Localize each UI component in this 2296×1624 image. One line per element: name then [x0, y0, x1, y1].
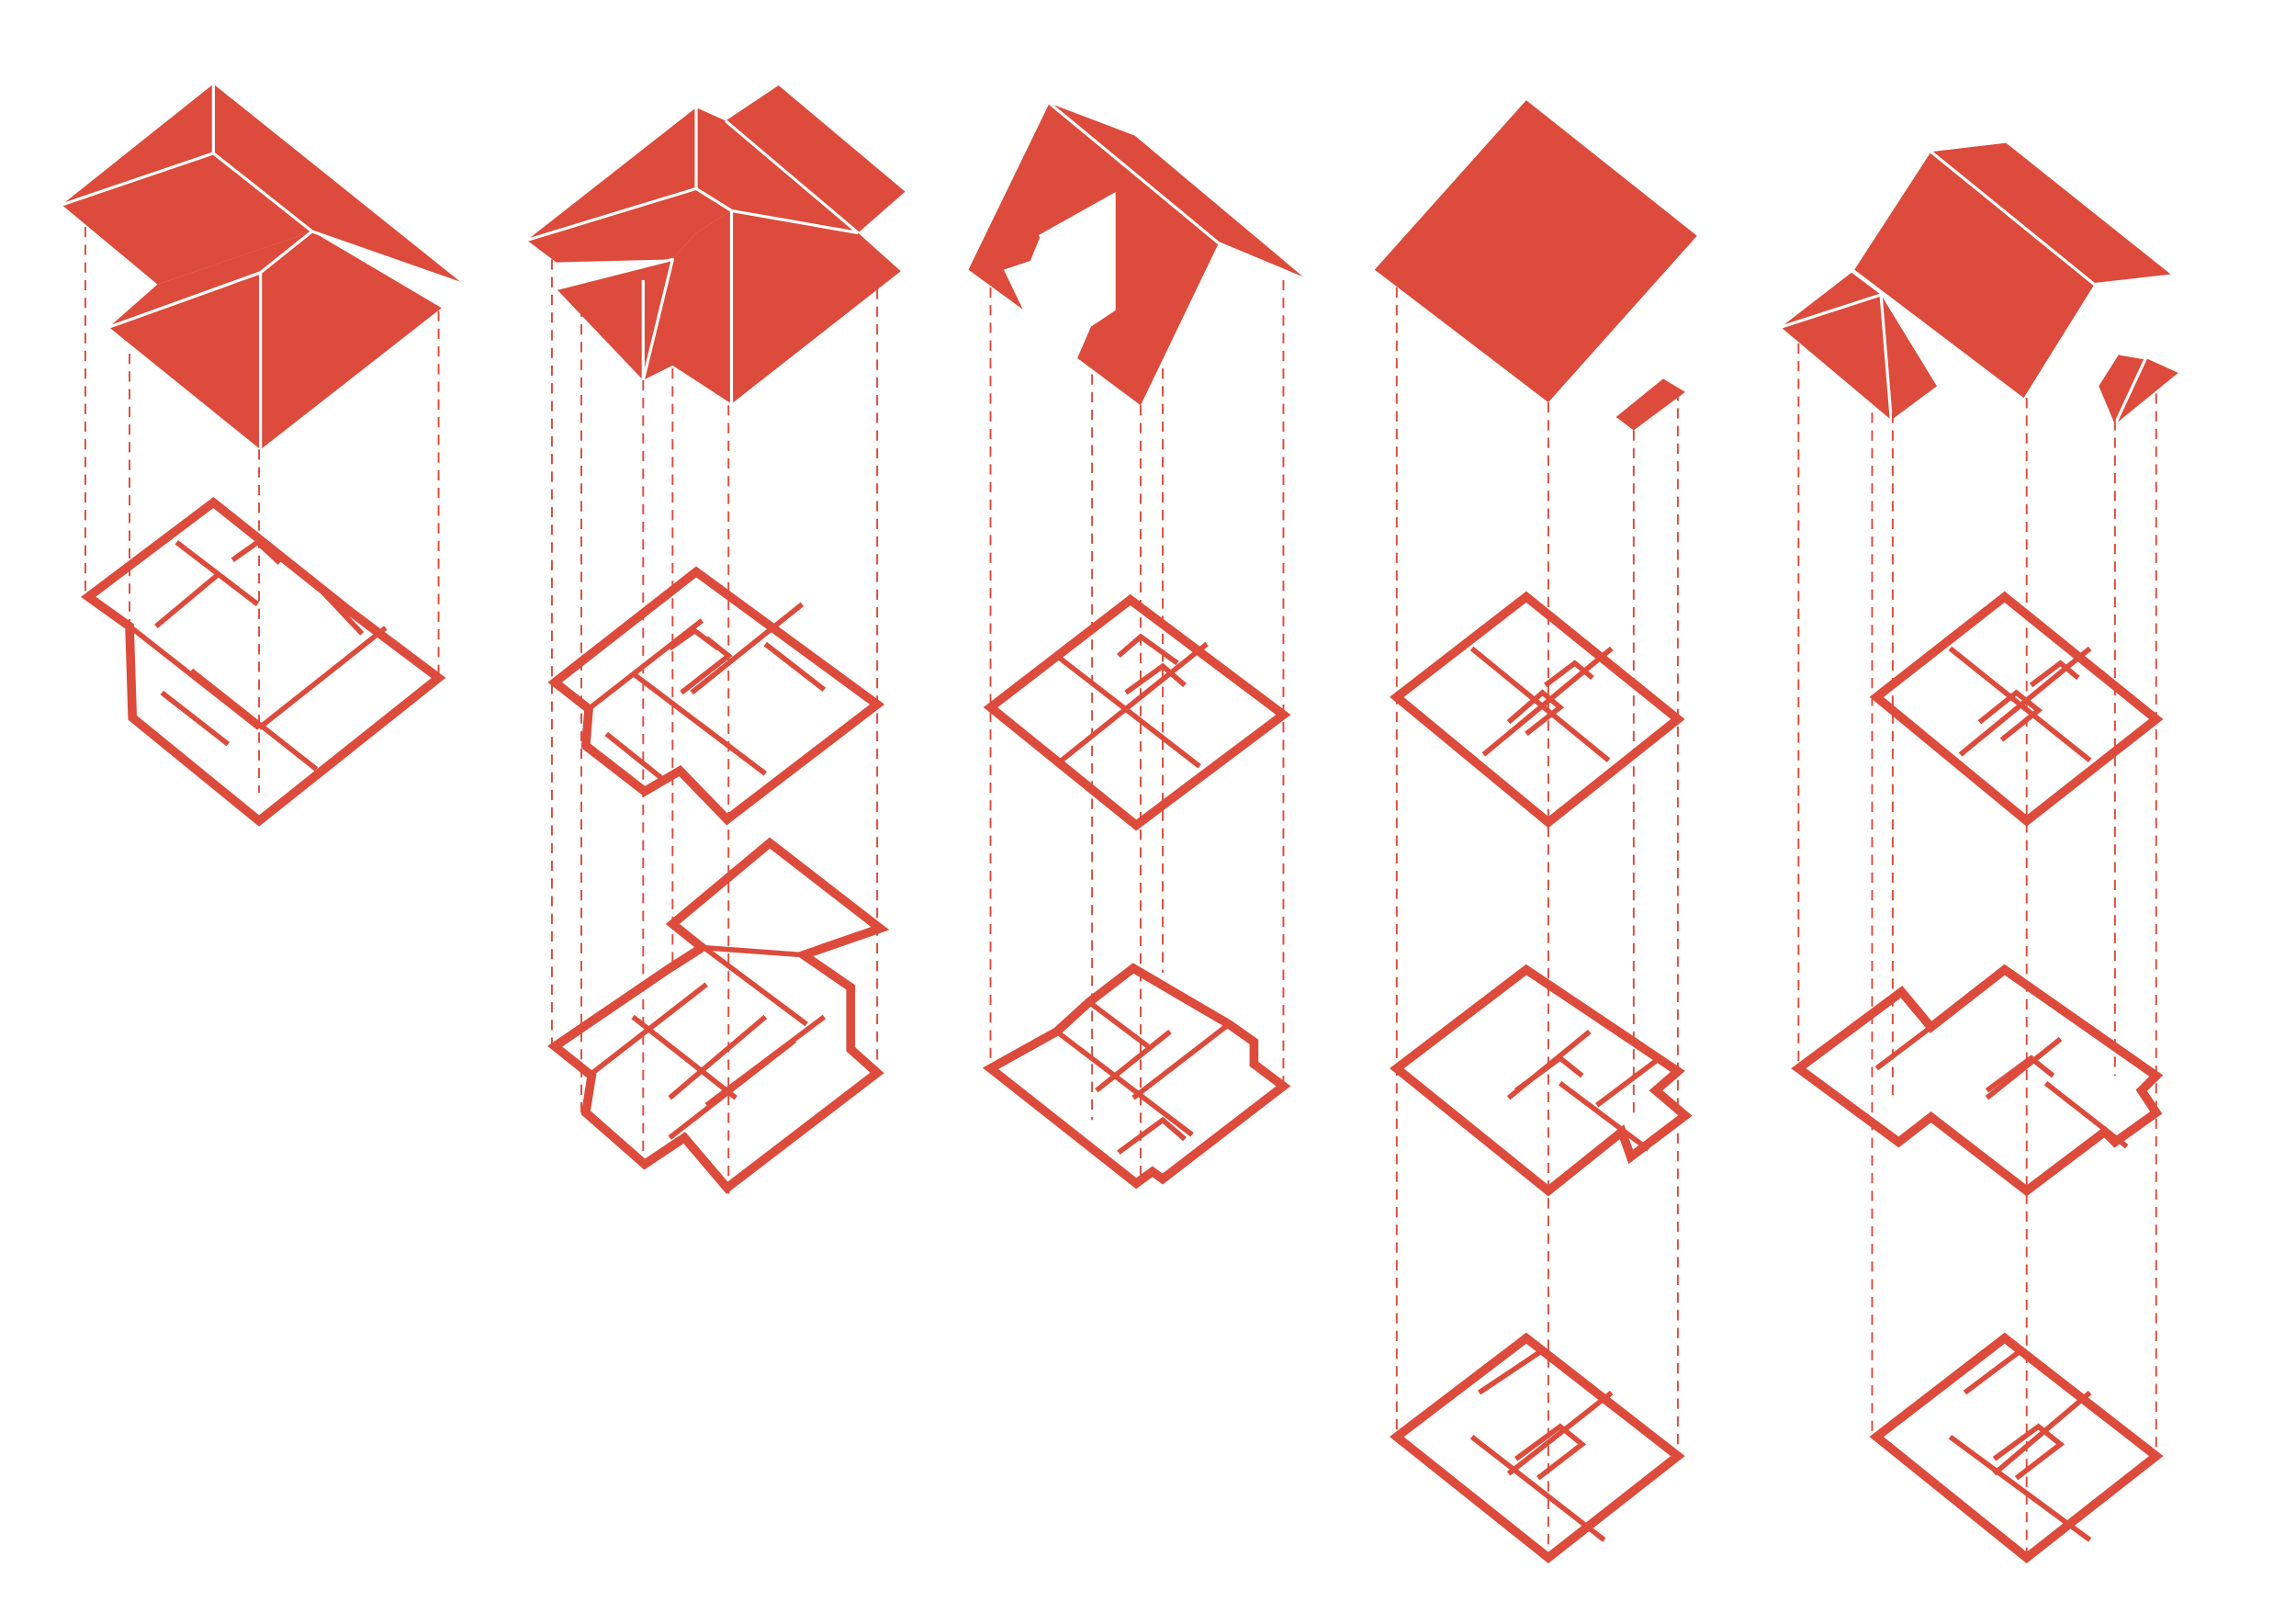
house-3-roof	[968, 102, 1308, 406]
house-3-upper-floor-plan	[983, 593, 1291, 831]
house-4	[1374, 100, 1697, 1563]
house-2-upper-floor-plan	[547, 566, 885, 826]
house-1-ground-floor-plan	[81, 496, 446, 827]
house-1	[61, 84, 465, 827]
house-3	[968, 102, 1308, 1190]
house-3-projection-lines	[989, 279, 1285, 1182]
house-1-roof	[61, 84, 465, 450]
house-5-roof	[1780, 142, 2178, 425]
house-2-projection-lines	[551, 259, 879, 1194]
house-5-middle-floor-plan	[1791, 964, 2164, 1197]
house-5-ground-floor-plan	[1869, 1332, 2164, 1563]
house-4-projection-lines	[1395, 287, 1679, 1555]
house-2-roof	[526, 85, 906, 404]
house-2-ground-floor-plan	[547, 837, 890, 1194]
house-4-roof	[1374, 100, 1697, 431]
house-3-ground-floor-plan	[982, 963, 1291, 1190]
house-4-upper-floor-plan	[1390, 591, 1685, 829]
house-4-ground-floor-plan	[1390, 1332, 1685, 1563]
house-2	[526, 85, 906, 1194]
house-5	[1780, 142, 2178, 1563]
house-5-projection-lines	[1797, 343, 2157, 1558]
house-4-middle-floor-plan	[1390, 964, 1693, 1197]
house-5-upper-floor-plan	[1869, 591, 2164, 827]
